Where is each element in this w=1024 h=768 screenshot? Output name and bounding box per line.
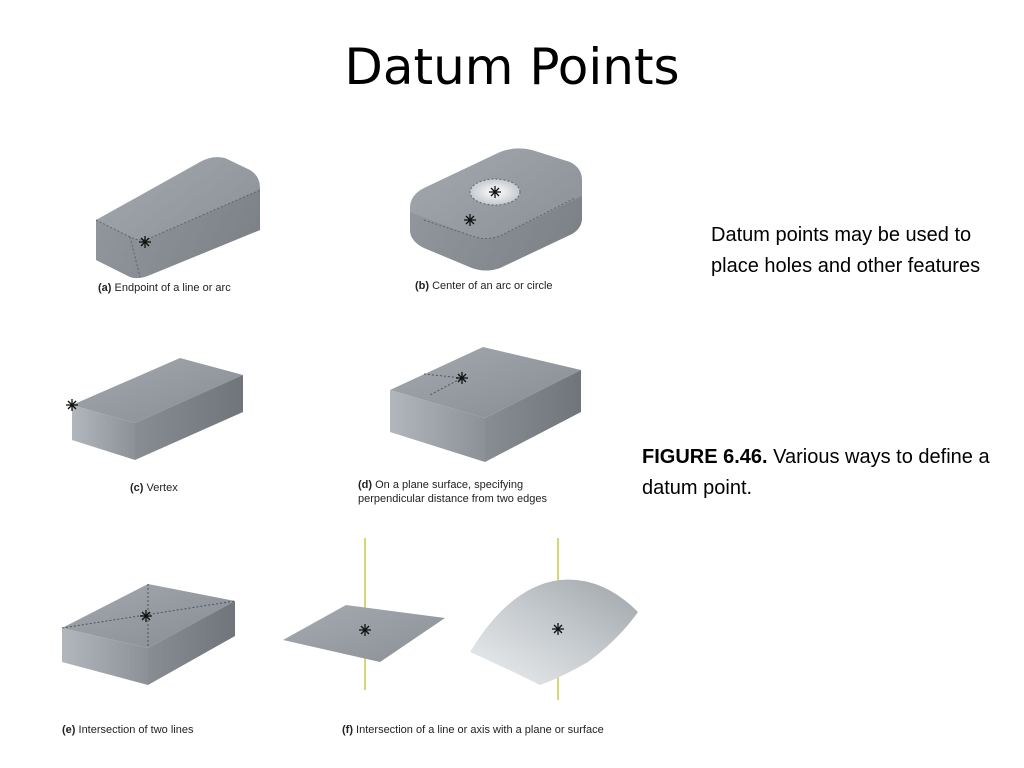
panel-c-box-vertex [66, 358, 243, 460]
panel-a-rounded-block [95, 157, 261, 279]
panel-c-caption: (c) Vertex [130, 482, 178, 494]
datum-point-asterisk-icon [359, 624, 371, 636]
figure-caption-lead: FIGURE 6.46. [642, 446, 768, 468]
panel-a-caption: (a) Endpoint of a line or arc [98, 282, 231, 294]
datum-point-asterisk-icon [456, 372, 468, 384]
figure-caption: FIGURE 6.46. Various ways to define a da… [642, 442, 992, 504]
datum-point-asterisk-icon [552, 623, 564, 635]
datum-point-asterisk-icon [489, 186, 501, 198]
datum-points-figure: (a) Endpoint of a line or arc (b) Center… [40, 140, 650, 750]
panel-e-caption: (e) Intersection of two lines [62, 724, 194, 736]
datum-point-asterisk-icon [66, 399, 78, 411]
panel-b-block-with-hole [410, 148, 582, 271]
datum-point-asterisk-icon [140, 610, 152, 622]
panel-d-box-plane [390, 347, 581, 462]
figure-caption-text: Various ways to define a datum point. [642, 446, 990, 499]
panel-e-box-diagonals [61, 584, 236, 685]
panel-f-axis-plane-surface [283, 538, 638, 700]
figure-illustrations [61, 148, 638, 700]
slide-title: Datum Points [344, 38, 680, 96]
panel-b-caption: (b) Center of an arc or circle [415, 280, 553, 292]
datum-point-asterisk-icon [464, 214, 476, 226]
panel-f-caption: (f) Intersection of a line or axis with … [342, 724, 604, 736]
description-text: Datum points may be used to place holes … [711, 224, 981, 277]
datum-point-asterisk-icon [139, 236, 151, 248]
